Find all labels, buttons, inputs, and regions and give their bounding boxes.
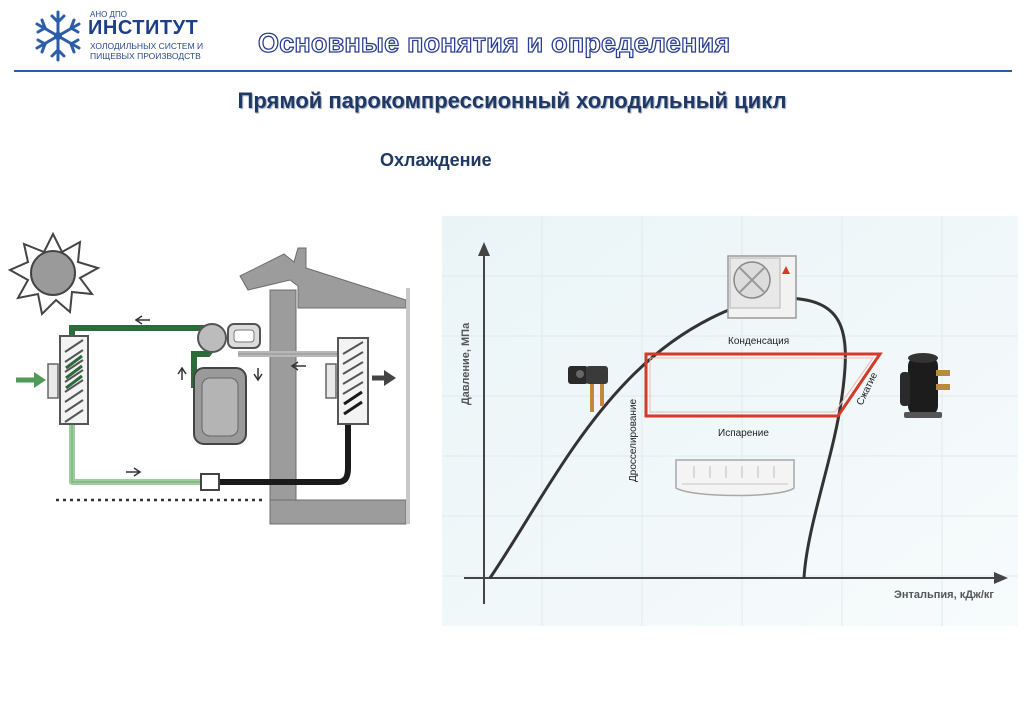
- compressor-icon: [194, 324, 260, 444]
- stage-label-throttling: Дросселирование: [628, 398, 639, 482]
- stage-label-condensation: Конденсация: [728, 336, 789, 347]
- outdoor-unit-icon: [728, 256, 796, 318]
- sun-icon: [10, 234, 98, 314]
- air-inlet-arrow-icon: [16, 372, 46, 388]
- header-divider: [14, 70, 1012, 72]
- y-axis-label: Давление, МПа: [460, 322, 472, 405]
- org-subtitle-line-1: ХОЛОДИЛЬНЫХ СИСТЕМ И: [90, 41, 203, 51]
- hvac-schematic: [8, 228, 428, 528]
- org-subtitle-line-2: ПИЩЕВЫХ ПРОИЗВОДСТВ: [90, 51, 201, 61]
- header-title: Основные понятия и определения: [258, 28, 730, 59]
- indoor-unit-icon: [676, 460, 794, 496]
- logo: АНО ДПО ИНСТИТУТ ХОЛОДИЛЬНЫХ СИСТЕМ И ПИ…: [30, 8, 230, 64]
- snowflake-icon: [30, 8, 86, 64]
- ph-diagram: Давление, МПа Энтальпия, кДж/кг Конденса…: [442, 216, 1018, 626]
- outdoor-coil: [48, 336, 88, 424]
- page-title: Прямой парокомпрессионный холодильный ци…: [0, 88, 1024, 114]
- stage-label-evaporation: Испарение: [718, 428, 769, 439]
- x-axis-label: Энтальпия, кДж/кг: [894, 589, 994, 601]
- org-name: ИНСТИТУТ: [88, 17, 198, 40]
- air-outlet-arrow-icon: [372, 370, 396, 386]
- expansion-valve: [201, 474, 219, 490]
- section-subtitle: Охлаждение: [380, 150, 492, 171]
- indoor-coil: [326, 338, 368, 424]
